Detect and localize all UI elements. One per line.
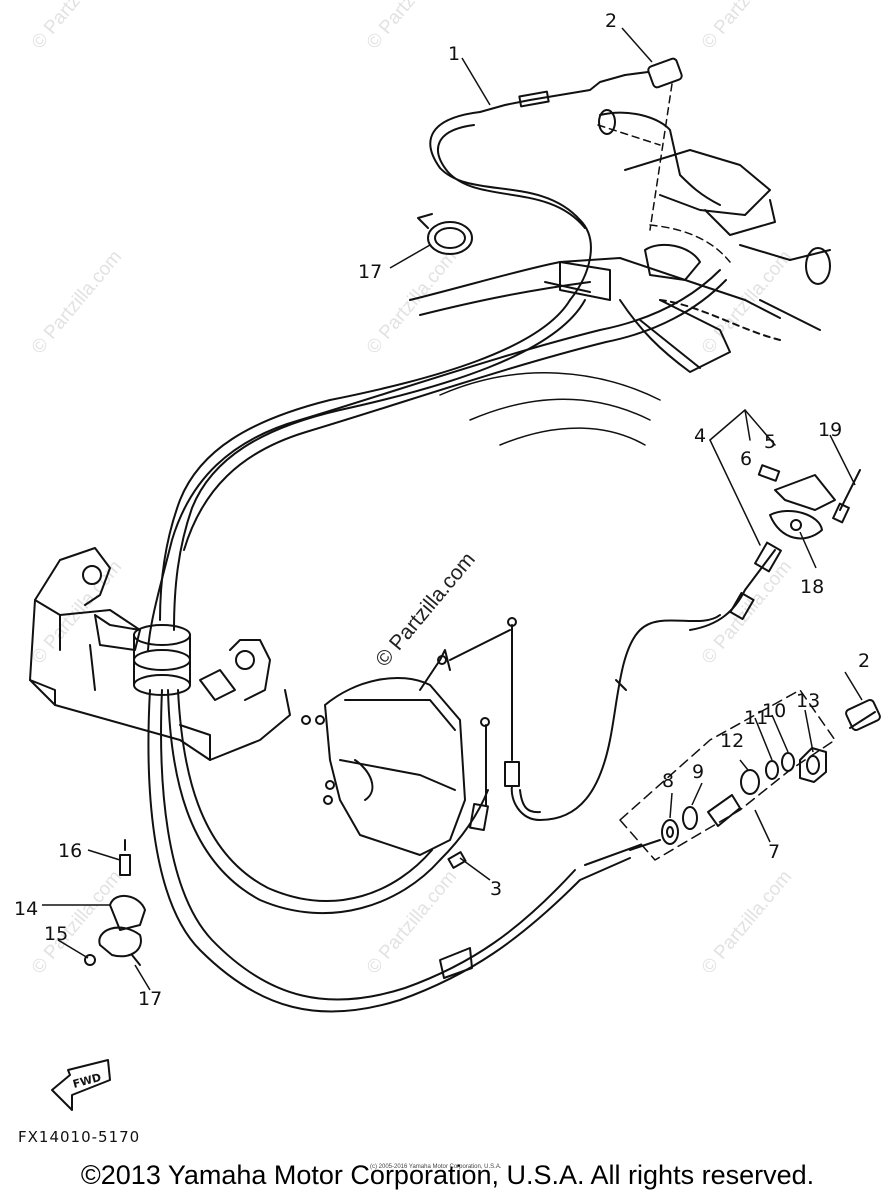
callout-2: 2 bbox=[858, 650, 870, 672]
watermark-text: © Partzilla.com bbox=[363, 867, 461, 979]
callout-7: 7 bbox=[768, 841, 780, 863]
callout-12: 12 bbox=[720, 730, 744, 752]
watermark-text: © Partzilla.com bbox=[698, 247, 796, 359]
callout-18: 18 bbox=[800, 576, 824, 598]
callout-19: 19 bbox=[818, 419, 842, 441]
lower-control-cable bbox=[147, 689, 661, 1013]
callout-9: 9 bbox=[692, 761, 704, 783]
leader-lines-top bbox=[597, 83, 731, 263]
callout-10: 10 bbox=[762, 700, 786, 722]
leader-group-4 bbox=[709, 409, 776, 546]
watermark-text: © Partzilla.com bbox=[698, 867, 796, 979]
choke-cable bbox=[167, 689, 490, 914]
callout-4: 4 bbox=[694, 425, 706, 447]
watermark-text: © Partzilla.com bbox=[28, 867, 126, 979]
copyright-footer: ©2013 Yamaha Motor Corporation, U.S.A. A… bbox=[80, 1160, 815, 1190]
small-copyright-notice: (c) 2005-2016 Yamaha Motor Corporation, … bbox=[370, 1164, 502, 1170]
watermark-text: © Partzilla.com bbox=[28, 247, 126, 359]
watermark-text: © Partzilla.com bbox=[698, 0, 796, 53]
watermark-text: © Partzilla.com bbox=[28, 0, 126, 53]
callout-1: 1 bbox=[448, 43, 460, 65]
cable-end-top bbox=[624, 57, 683, 89]
sensor-bracket bbox=[757, 464, 861, 540]
callout-3: 3 bbox=[490, 878, 502, 900]
fwd-label: FWD bbox=[71, 1071, 102, 1091]
handlebar bbox=[598, 109, 831, 331]
upper-choke-link bbox=[504, 614, 721, 821]
cable-clamp-top bbox=[417, 213, 473, 255]
figure-code: FX14010-5170 bbox=[18, 1128, 140, 1146]
callout-16: 16 bbox=[58, 840, 82, 862]
background-watermarks: © Partzilla.com © Partzilla.com © Partzi… bbox=[28, 0, 796, 978]
callout-2: 2 bbox=[605, 10, 617, 32]
callout-5: 5 bbox=[764, 431, 776, 453]
callout-11: 11 bbox=[744, 707, 768, 729]
callout-leaders bbox=[42, 27, 863, 991]
callout-numbers: 1 2 17 4 5 6 19 18 2 13 10 11 12 9 8 7 3… bbox=[14, 10, 870, 1010]
callout-8: 8 bbox=[662, 770, 674, 792]
watermark-text: © Partzilla.com bbox=[363, 0, 461, 53]
fitting-group-box bbox=[619, 689, 836, 861]
line-art bbox=[29, 57, 881, 1111]
callout-14: 14 bbox=[14, 898, 38, 920]
steering-cable bbox=[147, 269, 727, 651]
callout-6: 6 bbox=[740, 448, 752, 470]
callout-17: 17 bbox=[138, 988, 162, 1010]
callout-17: 17 bbox=[358, 261, 382, 283]
hull-deck bbox=[409, 257, 781, 446]
fitting-parts bbox=[661, 699, 881, 845]
speed-sensor-lead bbox=[689, 541, 782, 631]
cable-clamp-bottom bbox=[84, 839, 146, 966]
callout-13: 13 bbox=[796, 690, 820, 712]
cable-grommet bbox=[133, 624, 191, 696]
steering-bracket bbox=[29, 547, 291, 761]
carburetor bbox=[301, 629, 511, 856]
callout-15: 15 bbox=[44, 923, 68, 945]
throttle-cable bbox=[159, 74, 626, 631]
fwd-arrow bbox=[51, 1059, 111, 1111]
